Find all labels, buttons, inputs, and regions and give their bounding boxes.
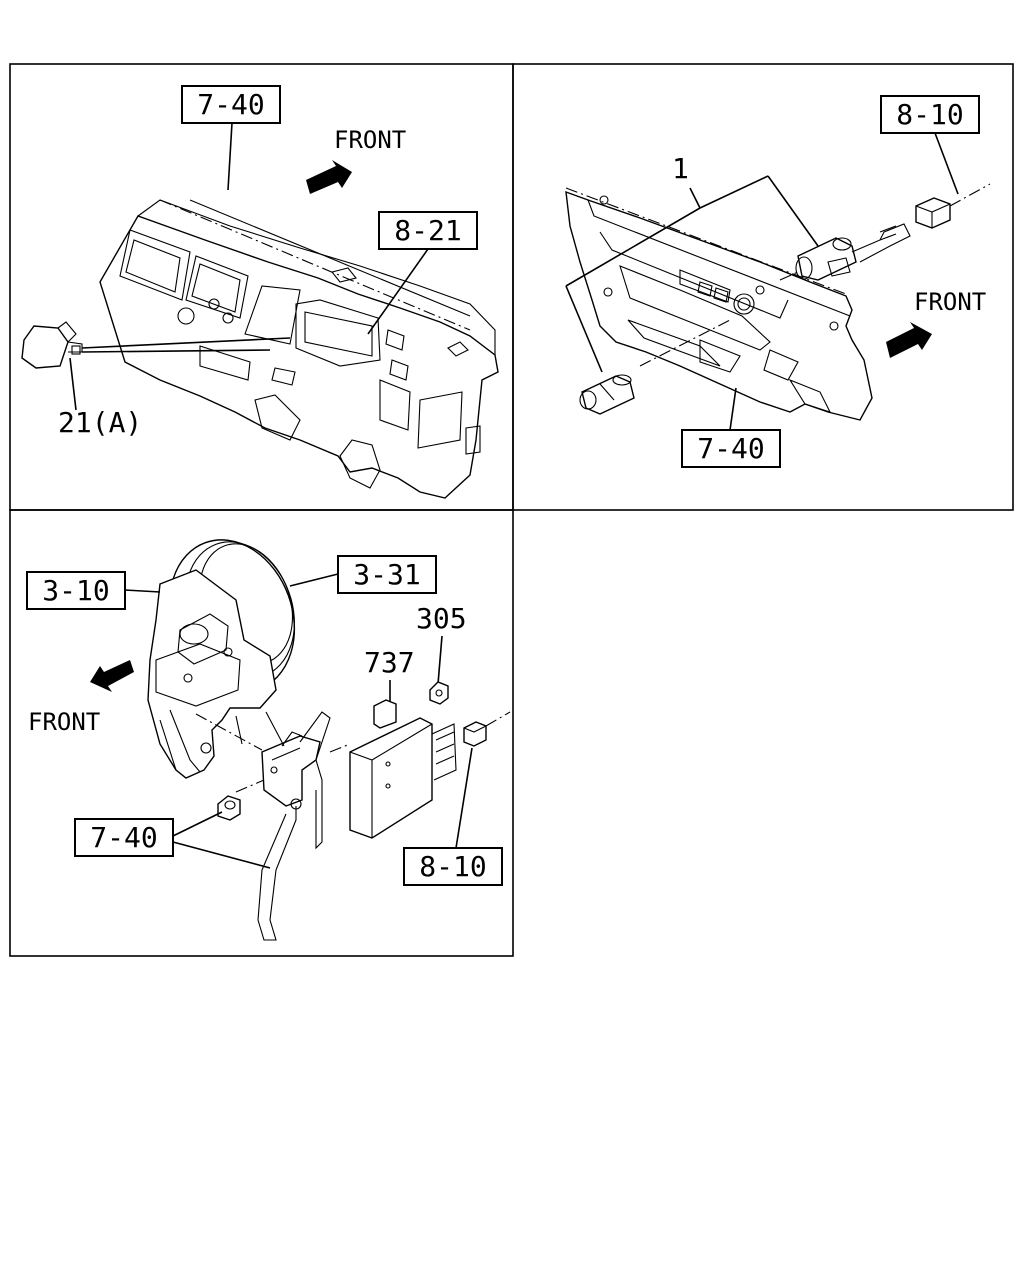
panel-bottom-left: 3-10 3-31 305 737 [26, 539, 511, 941]
connector-part-bottom [463, 711, 511, 747]
leader-21a-b [81, 349, 271, 353]
ref-label-7-40-bottom: 7-40 [90, 821, 157, 854]
nut-305-part [429, 681, 449, 705]
panel-frames [9, 63, 1014, 957]
ref-box-3-10 [26, 571, 126, 610]
leader-7-40-bottom-b [172, 841, 271, 869]
ref-box-8-10-top-right [880, 95, 980, 134]
leader-1-right [767, 175, 819, 247]
leader-7-40-bottom-a [172, 811, 223, 837]
ref-box-7-40-bottom [74, 818, 174, 857]
leader-1-down [565, 285, 603, 373]
ref-label-8-10-bottom: 8-10 [419, 850, 486, 883]
front-label-bottom-left: FRONT [28, 708, 100, 736]
front-arrow-icon [306, 160, 352, 194]
ref-label-7-40-top-right: 7-40 [697, 432, 764, 465]
front-label-top-right: FRONT [914, 288, 986, 316]
front-arrow-left-icon [90, 660, 134, 692]
leader-21a-c [69, 357, 77, 411]
leader-3-10 [124, 589, 161, 593]
panel-top-left: 7-40 FRONT 8-21 21(A) [21, 85, 499, 499]
leader-1-stem [689, 187, 701, 209]
leader-1-top [699, 175, 769, 209]
panel-bottom-left-frame [9, 509, 514, 957]
front-arrow-icon [886, 322, 932, 358]
ref-box-8-10-bottom [403, 847, 503, 886]
ref-label-3-10: 3-10 [42, 574, 109, 607]
ref-label-7-40-top-left: 7-40 [197, 88, 264, 121]
switch-21a-part [21, 321, 83, 369]
ref-label-8-10-top-right: 8-10 [896, 98, 963, 131]
part-label-21a: 21(A) [58, 406, 142, 439]
panel-top-right: 8-10 1 [565, 95, 991, 468]
part-label-305: 305 [416, 602, 467, 635]
part-label-737: 737 [364, 646, 415, 679]
part-label-1: 1 [672, 152, 689, 185]
leader-7-40-top-left [227, 122, 233, 191]
leader-21a-a [81, 337, 291, 349]
instrument-panel-drawing [99, 199, 499, 499]
leader-8-10-bottom [455, 747, 473, 849]
leader-1-left [565, 207, 701, 287]
ref-label-8-21: 8-21 [394, 214, 461, 247]
ref-label-3-31: 3-31 [353, 558, 420, 591]
brake-booster-drawing [147, 539, 296, 779]
front-label-top-left: FRONT [334, 126, 406, 154]
bushing-part [217, 795, 241, 821]
pedal-bracket-drawing [235, 711, 331, 941]
leader-305 [437, 635, 443, 685]
panel-top-right-frame [512, 63, 1014, 511]
lighter-socket-part [779, 223, 911, 281]
leader-8-21 [367, 248, 429, 335]
lighter-plug-part [579, 319, 731, 415]
controller-unit-737-part [329, 699, 457, 839]
leader-7-40-top-right [729, 387, 737, 431]
console-panel-drawing [565, 187, 873, 421]
ref-box-7-40-top-left [181, 85, 281, 124]
ref-box-7-40-top-right [681, 429, 781, 468]
leader-3-31 [289, 573, 339, 587]
connector-part-top-right [915, 183, 991, 229]
leader-8-10-top-right [934, 132, 959, 195]
